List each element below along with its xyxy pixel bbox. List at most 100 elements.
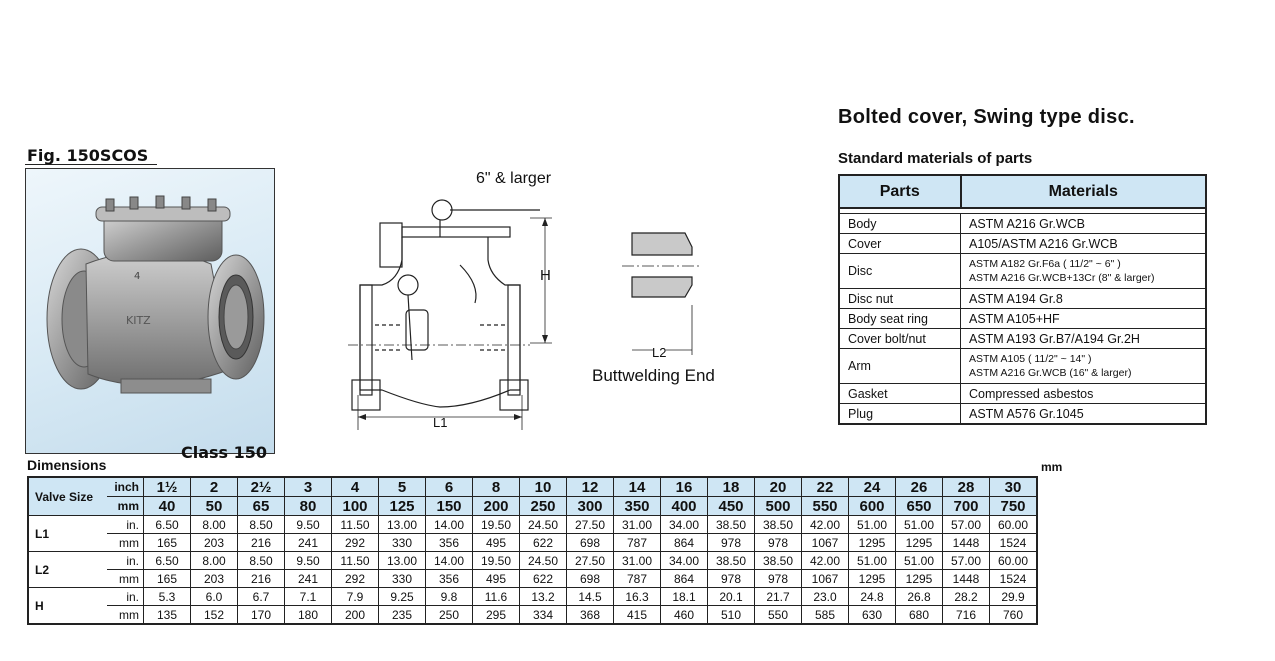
material-part: Body seat ring	[838, 308, 961, 329]
size-inch: 26	[895, 476, 943, 497]
dimension-value-mm: 698	[566, 569, 614, 588]
dimension-value-mm: 292	[331, 533, 379, 552]
dimension-value-in: 7.9	[331, 587, 379, 606]
buttwelding-end-label: Buttwelding End	[592, 366, 715, 385]
dimension-value-mm: 165	[143, 533, 191, 552]
dimension-value-in: 57.00	[942, 551, 990, 570]
dimension-value-mm: 415	[613, 605, 661, 625]
figure-title: Fig. 150SCOS	[27, 146, 149, 165]
dimension-value-in: 8.50	[237, 551, 285, 570]
dimension-value-mm: 356	[425, 569, 473, 588]
size-inch: 16	[660, 476, 708, 497]
material-part: Body	[838, 213, 961, 234]
dimension-value-in: 34.00	[660, 551, 708, 570]
dim-l1-label: L1	[433, 415, 447, 430]
dim-l2-label: L2	[652, 345, 666, 360]
dimension-value-mm: 235	[378, 605, 426, 625]
dimension-label: L1	[27, 515, 107, 552]
dimension-value-mm: 1448	[942, 569, 990, 588]
dimension-value-mm: 1295	[895, 569, 943, 588]
dimension-value-in: 8.50	[237, 515, 285, 534]
dimension-value-in: 6.50	[143, 551, 191, 570]
dimensions-unit: mm	[1041, 460, 1063, 474]
dimension-value-in: 9.50	[284, 551, 332, 570]
size-mm: 100	[331, 496, 379, 516]
size-mm: 50	[190, 496, 238, 516]
dimension-value-in: 19.50	[472, 515, 520, 534]
dimension-value-in: 24.50	[519, 551, 567, 570]
dimension-value-mm: 368	[566, 605, 614, 625]
dimension-value-in: 51.00	[895, 551, 943, 570]
dimension-value-in: 38.50	[754, 551, 802, 570]
size-inch: 10	[519, 476, 567, 497]
dimension-value-in: 24.50	[519, 515, 567, 534]
size-inch: 12	[566, 476, 614, 497]
svg-text:KITZ: KITZ	[126, 314, 151, 327]
material-part: Plug	[838, 403, 961, 425]
dimension-value-mm: 203	[190, 533, 238, 552]
dimension-value-mm: 216	[237, 569, 285, 588]
dim-h-label: H	[540, 267, 551, 284]
dimension-value-in: 38.50	[707, 551, 755, 570]
dimension-label: L2	[27, 551, 107, 588]
dimension-value-in: 31.00	[613, 515, 661, 534]
size-inch: 6	[425, 476, 473, 497]
dimension-value-mm: 170	[237, 605, 285, 625]
dimension-value-mm: 1067	[801, 533, 849, 552]
size-mm: 650	[895, 496, 943, 516]
dimension-value-mm: 295	[472, 605, 520, 625]
in-unit-label: in.	[107, 587, 144, 606]
dimension-value-mm: 1295	[895, 533, 943, 552]
material-part: Cover	[838, 233, 961, 254]
size-mm: 250	[519, 496, 567, 516]
dimension-value-mm: 622	[519, 569, 567, 588]
size-mm: 750	[989, 496, 1038, 516]
dimension-value-in: 11.6	[472, 587, 520, 606]
col-parts: Parts	[838, 174, 962, 209]
size-inch: 3	[284, 476, 332, 497]
valve-section-drawing: H L1 L2	[348, 199, 702, 430]
dimension-value-mm: 200	[331, 605, 379, 625]
larger-note: 6" & larger	[476, 170, 552, 187]
size-inch: 8	[472, 476, 520, 497]
dimension-value-in: 34.00	[660, 515, 708, 534]
mm-unit-label: mm	[107, 569, 144, 588]
dimension-value-in: 38.50	[754, 515, 802, 534]
dimension-value-in: 13.00	[378, 515, 426, 534]
material-value: ASTM A105 ( 11/2" ~ 14" )ASTM A216 Gr.WC…	[960, 348, 1207, 384]
dimension-value-mm: 698	[566, 533, 614, 552]
size-mm: 500	[754, 496, 802, 516]
size-inch: 2½	[237, 476, 285, 497]
dimension-value-in: 18.1	[660, 587, 708, 606]
size-inch: 20	[754, 476, 802, 497]
class-label: Class 150	[181, 443, 268, 462]
in-unit-label: in.	[107, 515, 144, 534]
col-materials: Materials	[959, 174, 1207, 209]
material-part: Disc	[838, 253, 961, 289]
dimension-value-mm: 495	[472, 533, 520, 552]
mm-unit-label: mm	[107, 605, 144, 625]
size-inch: 5	[378, 476, 426, 497]
page-title: Bolted cover, Swing type disc.	[838, 106, 1135, 128]
dimension-value-mm: 978	[707, 569, 755, 588]
size-mm: 700	[942, 496, 990, 516]
dimension-value-in: 6.0	[190, 587, 238, 606]
dimension-value-mm: 241	[284, 533, 332, 552]
dimension-value-in: 24.8	[848, 587, 896, 606]
dimension-value-in: 51.00	[895, 515, 943, 534]
dimension-value-mm: 330	[378, 569, 426, 588]
dimension-value-in: 51.00	[848, 551, 896, 570]
dimension-value-mm: 716	[942, 605, 990, 625]
dimension-value-mm: 1067	[801, 569, 849, 588]
dimension-value-in: 5.3	[143, 587, 191, 606]
size-inch: 22	[801, 476, 849, 497]
mm-unit-label: mm	[107, 496, 144, 516]
size-mm: 125	[378, 496, 426, 516]
dimension-value-mm: 330	[378, 533, 426, 552]
dimension-value-mm: 1448	[942, 533, 990, 552]
